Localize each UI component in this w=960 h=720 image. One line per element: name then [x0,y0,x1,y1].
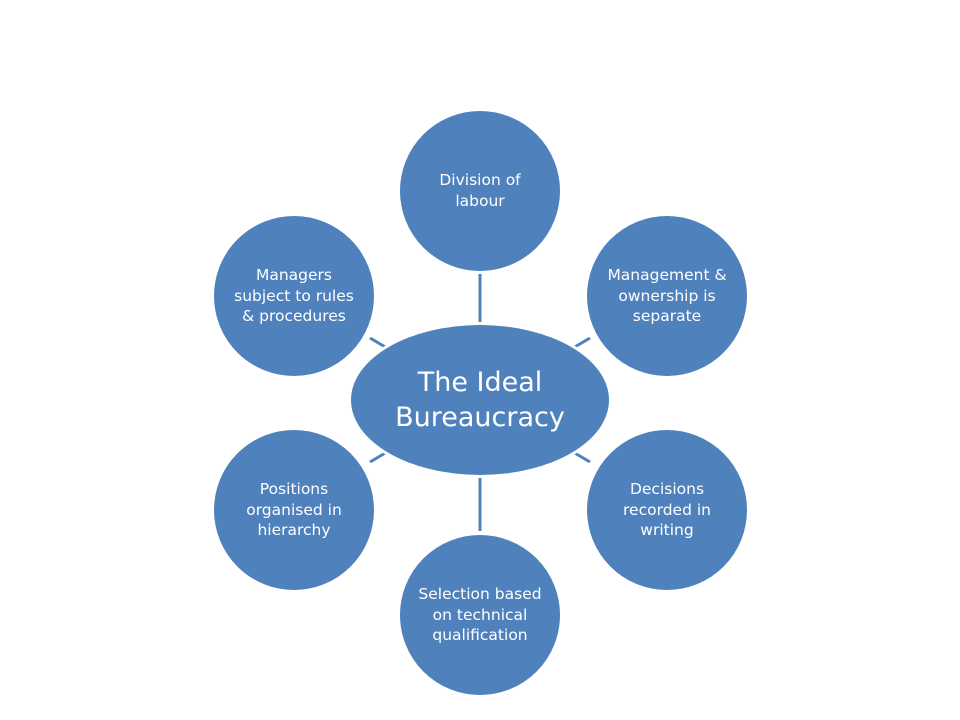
node-positions-hierarchy: Positions organised in hierarchy [211,427,377,593]
node-label: Decisions recorded in writing [623,480,711,540]
node-managers-rules: Managers subject to rules & procedures [211,213,377,379]
node-selection-qualification: Selection based on technical qualificati… [397,532,563,698]
node-label: Managers subject to rules & procedures [234,266,354,326]
node-division-of-labour: Division of labour [397,108,563,274]
center-node: The Ideal Bureaucracy [348,322,612,478]
node-decisions-writing: Decisions recorded in writing [584,427,750,593]
node-management-ownership: Management & ownership is separate [584,213,750,379]
center-label: The Ideal Bureaucracy [395,366,565,433]
node-label: Selection based on technical qualificati… [418,585,542,645]
connector-lower-right [572,450,591,464]
node-label: Division of labour [439,171,521,210]
node-label: Management & ownership is separate [607,266,727,326]
node-label: Positions organised in hierarchy [246,480,342,540]
